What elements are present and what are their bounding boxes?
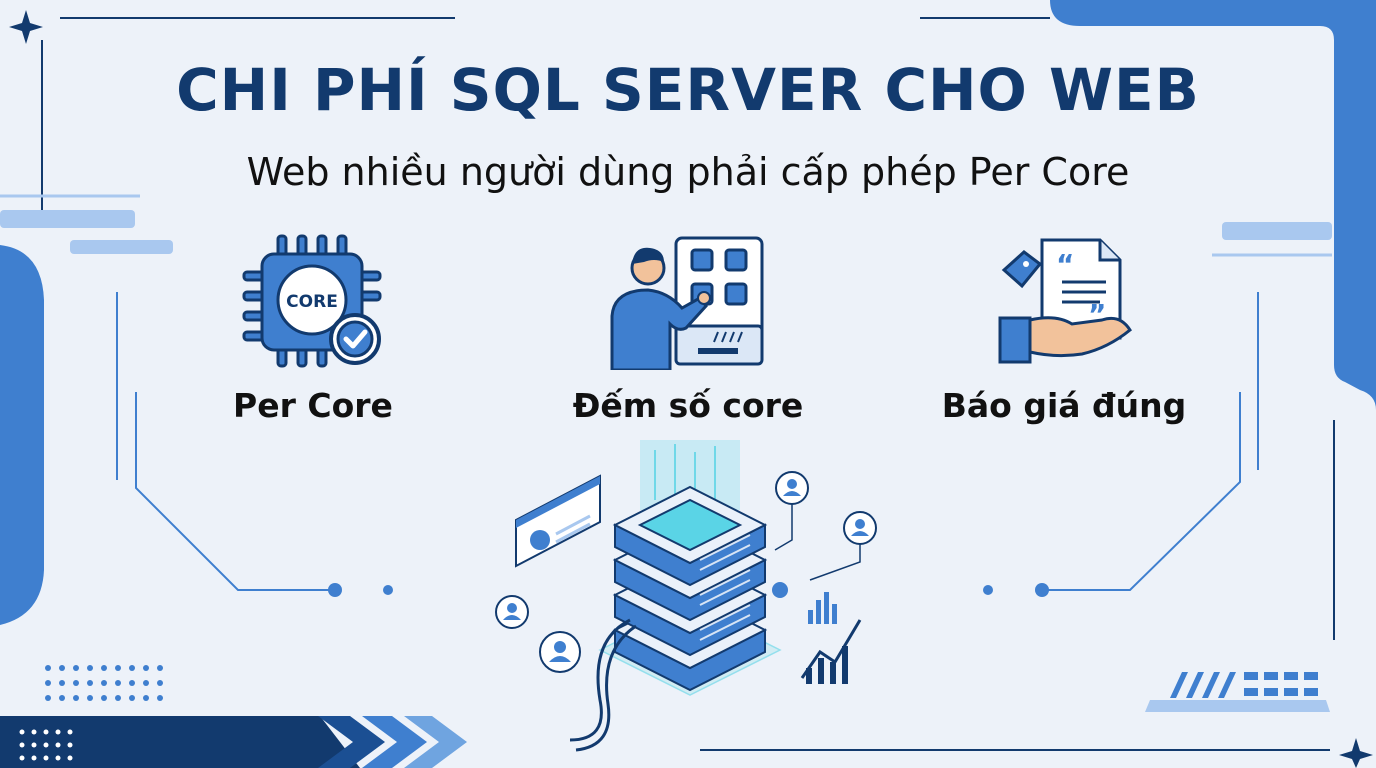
chevron-3 [404,716,467,768]
chevron-1 [318,716,385,768]
page-subtitle: Web nhiều người dùng phải cấp phép Per C… [246,150,1130,194]
page-title: CHI PHÍ SQL SERVER CHO WEB [176,56,1200,124]
sparkle-bottom-right [1339,738,1373,768]
feature-label-accurate-quote: Báo giá đúng [941,386,1187,425]
cpu-core-check-icon: CORE [242,234,382,368]
chevron-2 [362,716,427,768]
isometric-server-stack-icon [495,440,877,752]
corner-shape-left [0,245,44,625]
feature-label-count-cores: Đếm số core [572,386,804,425]
sparkle-top-left [9,10,43,44]
feature-label-per-core: Per Core [233,386,393,425]
svg-text:“: “ [1056,248,1074,281]
cpu-core-label: CORE [286,292,338,312]
person-counting-cores-icon [610,236,764,370]
hand-holding-quote-icon: “ ” [998,238,1132,364]
bottom-band [0,716,360,768]
corner-shape-top-right [1050,0,1376,410]
